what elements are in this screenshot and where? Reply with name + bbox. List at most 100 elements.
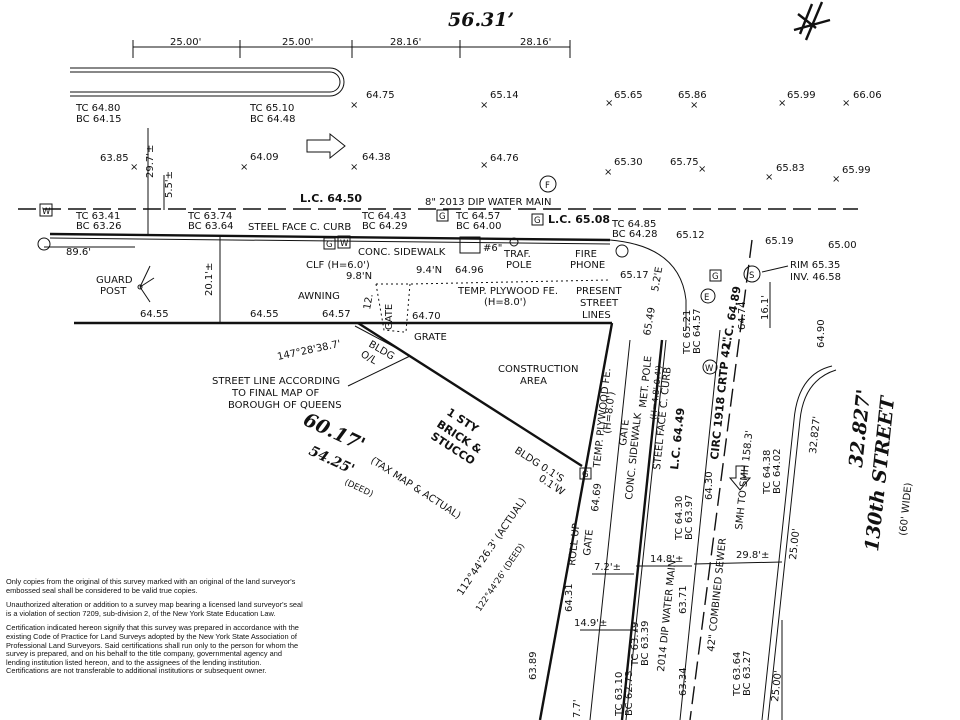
bc-13: BC 62.73 — [624, 671, 635, 716]
elev-7: 64.09 — [250, 152, 279, 163]
construction-2: AREA — [520, 376, 547, 387]
construction-1: CONSTRUCTION — [498, 364, 578, 375]
left-dimensions: 29.7'± 5.5'± 89.6' 20.1'± — [44, 128, 221, 324]
conc-sidewalk: CONC. SIDEWALK — [358, 247, 446, 258]
elev-10: 65.30 — [614, 157, 643, 168]
bc-2: BC 64.48 — [250, 114, 295, 125]
spot-x: × — [240, 162, 248, 173]
tc-8: TC 65.21 — [682, 310, 693, 355]
bc-10: BC 63.97 — [684, 495, 695, 540]
dim-top-2816a: 28.16' — [390, 37, 421, 48]
note-3: Certification indicated hereon signify t… — [6, 623, 299, 676]
survey-notes: Only copies from the original of this su… — [6, 577, 306, 682]
spot-x: × — [350, 162, 358, 173]
temp-plywood: TEMP. PLYWOOD FE. — [457, 286, 558, 297]
elevation-spots: 64.75 × 65.14 × 65.65 × 65.86 × 65.99 × … — [100, 90, 882, 185]
length-54-25-deed: (DEED) — [343, 478, 375, 500]
steel-curb-label: STEEL FACE C. CURB — [248, 222, 351, 233]
combined-sewer: 42" COMBINED SEWER — [706, 537, 729, 652]
dim-16-1: 16.1' — [760, 295, 771, 320]
dim-top-total: 56.31’ — [448, 9, 514, 31]
dim-5-5: 5.5'± — [164, 171, 175, 198]
dim-top-25a: 25.00' — [170, 37, 201, 48]
spot-x: × — [832, 174, 840, 185]
temp-ply-v2: (H=8.0') — [602, 391, 617, 434]
present-1: PRESENT — [576, 286, 622, 297]
spot-x: × — [842, 98, 850, 109]
present-3: LINES — [582, 310, 611, 321]
elev-26: 64.90 — [816, 319, 827, 348]
dim-32-827-inner: 32.827' — [808, 416, 823, 455]
elev-22: 65.19 — [765, 236, 794, 247]
street-line-1: STREET LINE ACCORDING — [212, 376, 340, 387]
elev-28: 64.31 — [564, 583, 575, 612]
tc-3: TC 63.41 — [75, 211, 120, 222]
grate-label: GRATE — [414, 332, 447, 343]
street-corridor: TEMP. PLYWOOD FE. (H=8.0') GATE CONC. SI… — [528, 239, 837, 720]
tc-7: TC 64.85 — [611, 219, 656, 230]
lc-6450-label: L.C. 64.50 — [300, 192, 362, 205]
w-marker-2: W — [340, 239, 349, 249]
elev-9: 64.76 — [490, 153, 519, 164]
dim-top-25b: 25.00' — [282, 37, 313, 48]
smh-label: SMH TO SMH 158.3' — [734, 430, 755, 530]
traf-pole-2: POLE — [506, 260, 532, 271]
guard-post: GUARD POST — [96, 265, 155, 303]
elev-4: 65.86 — [678, 90, 707, 101]
clf-label: CLF (H=6.0') — [306, 260, 370, 271]
g-marker-1: G — [326, 240, 333, 250]
elev-13: 65.99 — [842, 165, 871, 176]
fire-phone-2: PHONE — [570, 260, 605, 271]
elev-30: 63.71 — [678, 585, 689, 614]
tc-4: TC 63.74 — [187, 211, 232, 222]
elev-23: 65.00 — [828, 240, 857, 251]
curb-loop — [70, 67, 345, 97]
dim-9-4n: 9.4'N — [416, 265, 442, 276]
f-marker: F — [545, 181, 550, 191]
s-marker: S — [749, 271, 754, 281]
tc-10: TC 64.30 — [674, 496, 685, 541]
curb-elevations: TC 64.80 BC 64.15 TC 65.10 BC 64.48 TC 6… — [75, 103, 657, 240]
bc-11: BC 63.39 — [640, 621, 651, 666]
elev-16: 64.55 — [250, 309, 279, 320]
tc-11: TC 63.79 — [630, 622, 641, 667]
elev-12: 65.83 — [776, 163, 805, 174]
bc-7: BC 64.28 — [612, 229, 657, 240]
bc-5: BC 64.29 — [362, 221, 407, 232]
elev-14: 63.85 — [100, 153, 129, 164]
w-marker-1: W — [42, 207, 51, 217]
elev-21: 65.17 — [620, 270, 649, 281]
roll-up-2: GATE — [582, 529, 596, 556]
tc-2: TC 65.10 — [249, 103, 294, 114]
dim-25-00-r2: 25.00' — [770, 670, 784, 702]
lc-6449-label: L.C. 64.49 — [668, 407, 687, 470]
gate-label-2: GATE — [618, 419, 632, 446]
street-line-3: BOROUGH OF QUEENS — [228, 400, 342, 411]
elev-18: 64.70 — [412, 311, 441, 322]
tc-5: TC 64.43 — [361, 211, 406, 222]
e-marker: E — [704, 293, 709, 303]
spot-x: × — [778, 98, 786, 109]
gate-label-1: GATE — [384, 304, 395, 330]
dim-20-1: 20.1'± — [204, 263, 215, 296]
guard-label-2: POST — [100, 286, 127, 297]
dim-7-2: 7.2'± — [594, 562, 621, 573]
tc-12: TC 63.64 — [732, 652, 743, 697]
dim-7-7: 7.7' — [572, 699, 583, 718]
guard-label-1: GUARD — [96, 275, 133, 286]
property-line: 64.55 64.55 64.57 64.70 — [74, 309, 612, 325]
elev-8: 64.38 — [362, 152, 391, 163]
spot-x: × — [698, 164, 706, 175]
fire-phone-1: FIRE — [575, 249, 597, 260]
north-arrow-icon — [793, 1, 831, 41]
direction-arrow-icon — [306, 132, 346, 160]
elev-19: 64.96 — [455, 265, 484, 276]
dim-29-7: 29.7'± — [145, 145, 156, 178]
taxmap-label: (TAX MAP & ACTUAL) — [368, 455, 462, 522]
note-2: Unauthorized alteration or addition to a… — [6, 600, 303, 618]
spot-x: × — [604, 167, 612, 178]
elev-2: 65.14 — [490, 90, 519, 101]
bc-8: BC 64.57 — [692, 309, 703, 354]
street-wide: (60' WIDE) — [898, 482, 915, 536]
elev-1: 64.75 — [366, 90, 395, 101]
